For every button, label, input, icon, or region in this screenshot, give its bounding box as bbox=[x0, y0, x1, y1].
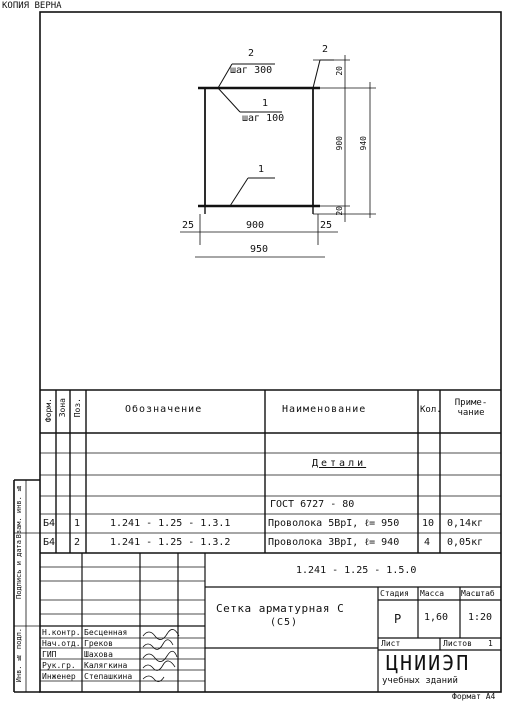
dim-900-vertical: 900 bbox=[335, 136, 344, 151]
row2-note: 0,05кг bbox=[447, 537, 484, 548]
row1-name: Проволока 5ВрI, ℓ= 950 bbox=[268, 518, 400, 529]
header-designation: Обозначение bbox=[125, 404, 203, 415]
stage-label: Стадия bbox=[380, 589, 409, 598]
dim-940: 940 bbox=[359, 136, 368, 151]
mesh-outline bbox=[204, 87, 314, 207]
mark-1-mid: 1 bbox=[262, 98, 269, 109]
org-subtitle: учебных зданий bbox=[382, 676, 458, 686]
scale-label: Масштаб bbox=[461, 589, 495, 598]
section-details: Детали bbox=[312, 458, 367, 469]
format-label: Формат А4 bbox=[452, 692, 496, 701]
sheets-count: 1 bbox=[488, 639, 493, 648]
name-engineer: Степашкина bbox=[84, 672, 133, 681]
row2-designation: 1.241 - 1.25 - 1.3.2 bbox=[110, 537, 231, 548]
dim-25-left: 25 bbox=[182, 220, 195, 231]
header-zone: Зона bbox=[58, 398, 67, 418]
gost-standard: ГОСТ 6727 - 80 bbox=[270, 499, 355, 510]
copy-stamp: КОПИЯ ВЕРНА bbox=[2, 1, 62, 11]
mark-2-top: 2 bbox=[248, 48, 255, 59]
header-pos: Поз. bbox=[73, 398, 82, 418]
row2-qty: 4 bbox=[424, 537, 431, 548]
header-format: Форм. bbox=[44, 398, 53, 423]
step-100-label: шаг 100 bbox=[242, 113, 285, 124]
mass-value: 1,60 bbox=[424, 612, 449, 623]
scale-value: 1:20 bbox=[468, 612, 493, 623]
row2-pos: 2 bbox=[74, 537, 81, 548]
name-nkontr: Бесценная bbox=[84, 628, 128, 637]
row1-qty: 10 bbox=[422, 518, 435, 529]
dim-950: 950 bbox=[250, 244, 269, 255]
role-engineer: Инженер bbox=[42, 672, 76, 681]
header-name: Наименование bbox=[282, 404, 367, 415]
row1-note: 0,14кг bbox=[447, 518, 484, 529]
row1-format: Б4 bbox=[43, 518, 56, 529]
title-line2: (С5) bbox=[270, 617, 299, 628]
side-sign-date: Подпись и дата bbox=[15, 540, 23, 600]
role-nachotd: Нач.отд. bbox=[42, 639, 81, 648]
role-nkontr: Н.контр. bbox=[42, 628, 81, 637]
side-inv-orig: Инв. № подл. bbox=[15, 628, 23, 683]
title-line1: Сетка арматурная С bbox=[216, 602, 345, 615]
dim-25-right: 25 bbox=[320, 220, 333, 231]
mark-1-bottom: 1 bbox=[258, 164, 265, 175]
row2-format: Б4 bbox=[43, 537, 56, 548]
sheet-label: Лист bbox=[381, 639, 401, 648]
dim-900-horizontal: 900 bbox=[246, 220, 265, 231]
side-inv-dup: Взам. инв. № bbox=[15, 484, 23, 539]
stage-value: Р bbox=[394, 612, 402, 626]
dim-20-top: 20 bbox=[335, 66, 344, 76]
header-note: Приме-чание bbox=[454, 398, 488, 418]
role-gip: ГИП bbox=[42, 650, 57, 659]
name-gip: Шахова bbox=[84, 650, 113, 659]
name-nachotd: Греков bbox=[84, 639, 113, 648]
mark-2-right: 2 bbox=[322, 44, 329, 55]
mass-label: Масса bbox=[420, 589, 445, 598]
row1-designation: 1.241 - 1.25 - 1.3.1 bbox=[110, 518, 231, 529]
row1-pos: 1 bbox=[74, 518, 81, 529]
row2-name: Проволока 3ВрI, ℓ= 940 bbox=[268, 537, 400, 548]
dim-20-bottom: 20 bbox=[335, 206, 344, 216]
step-300-label: шаг 300 bbox=[230, 65, 273, 76]
org-name: ЦНИИЭП bbox=[386, 651, 471, 675]
doc-code: 1.241 - 1.25 - 1.5.0 bbox=[296, 565, 417, 576]
name-rukgr: Калягкина bbox=[84, 661, 128, 670]
sheets-label: Листов bbox=[443, 639, 472, 648]
header-qty: Кол. bbox=[420, 405, 442, 415]
role-rukgr: Рук.гр. bbox=[42, 661, 76, 670]
